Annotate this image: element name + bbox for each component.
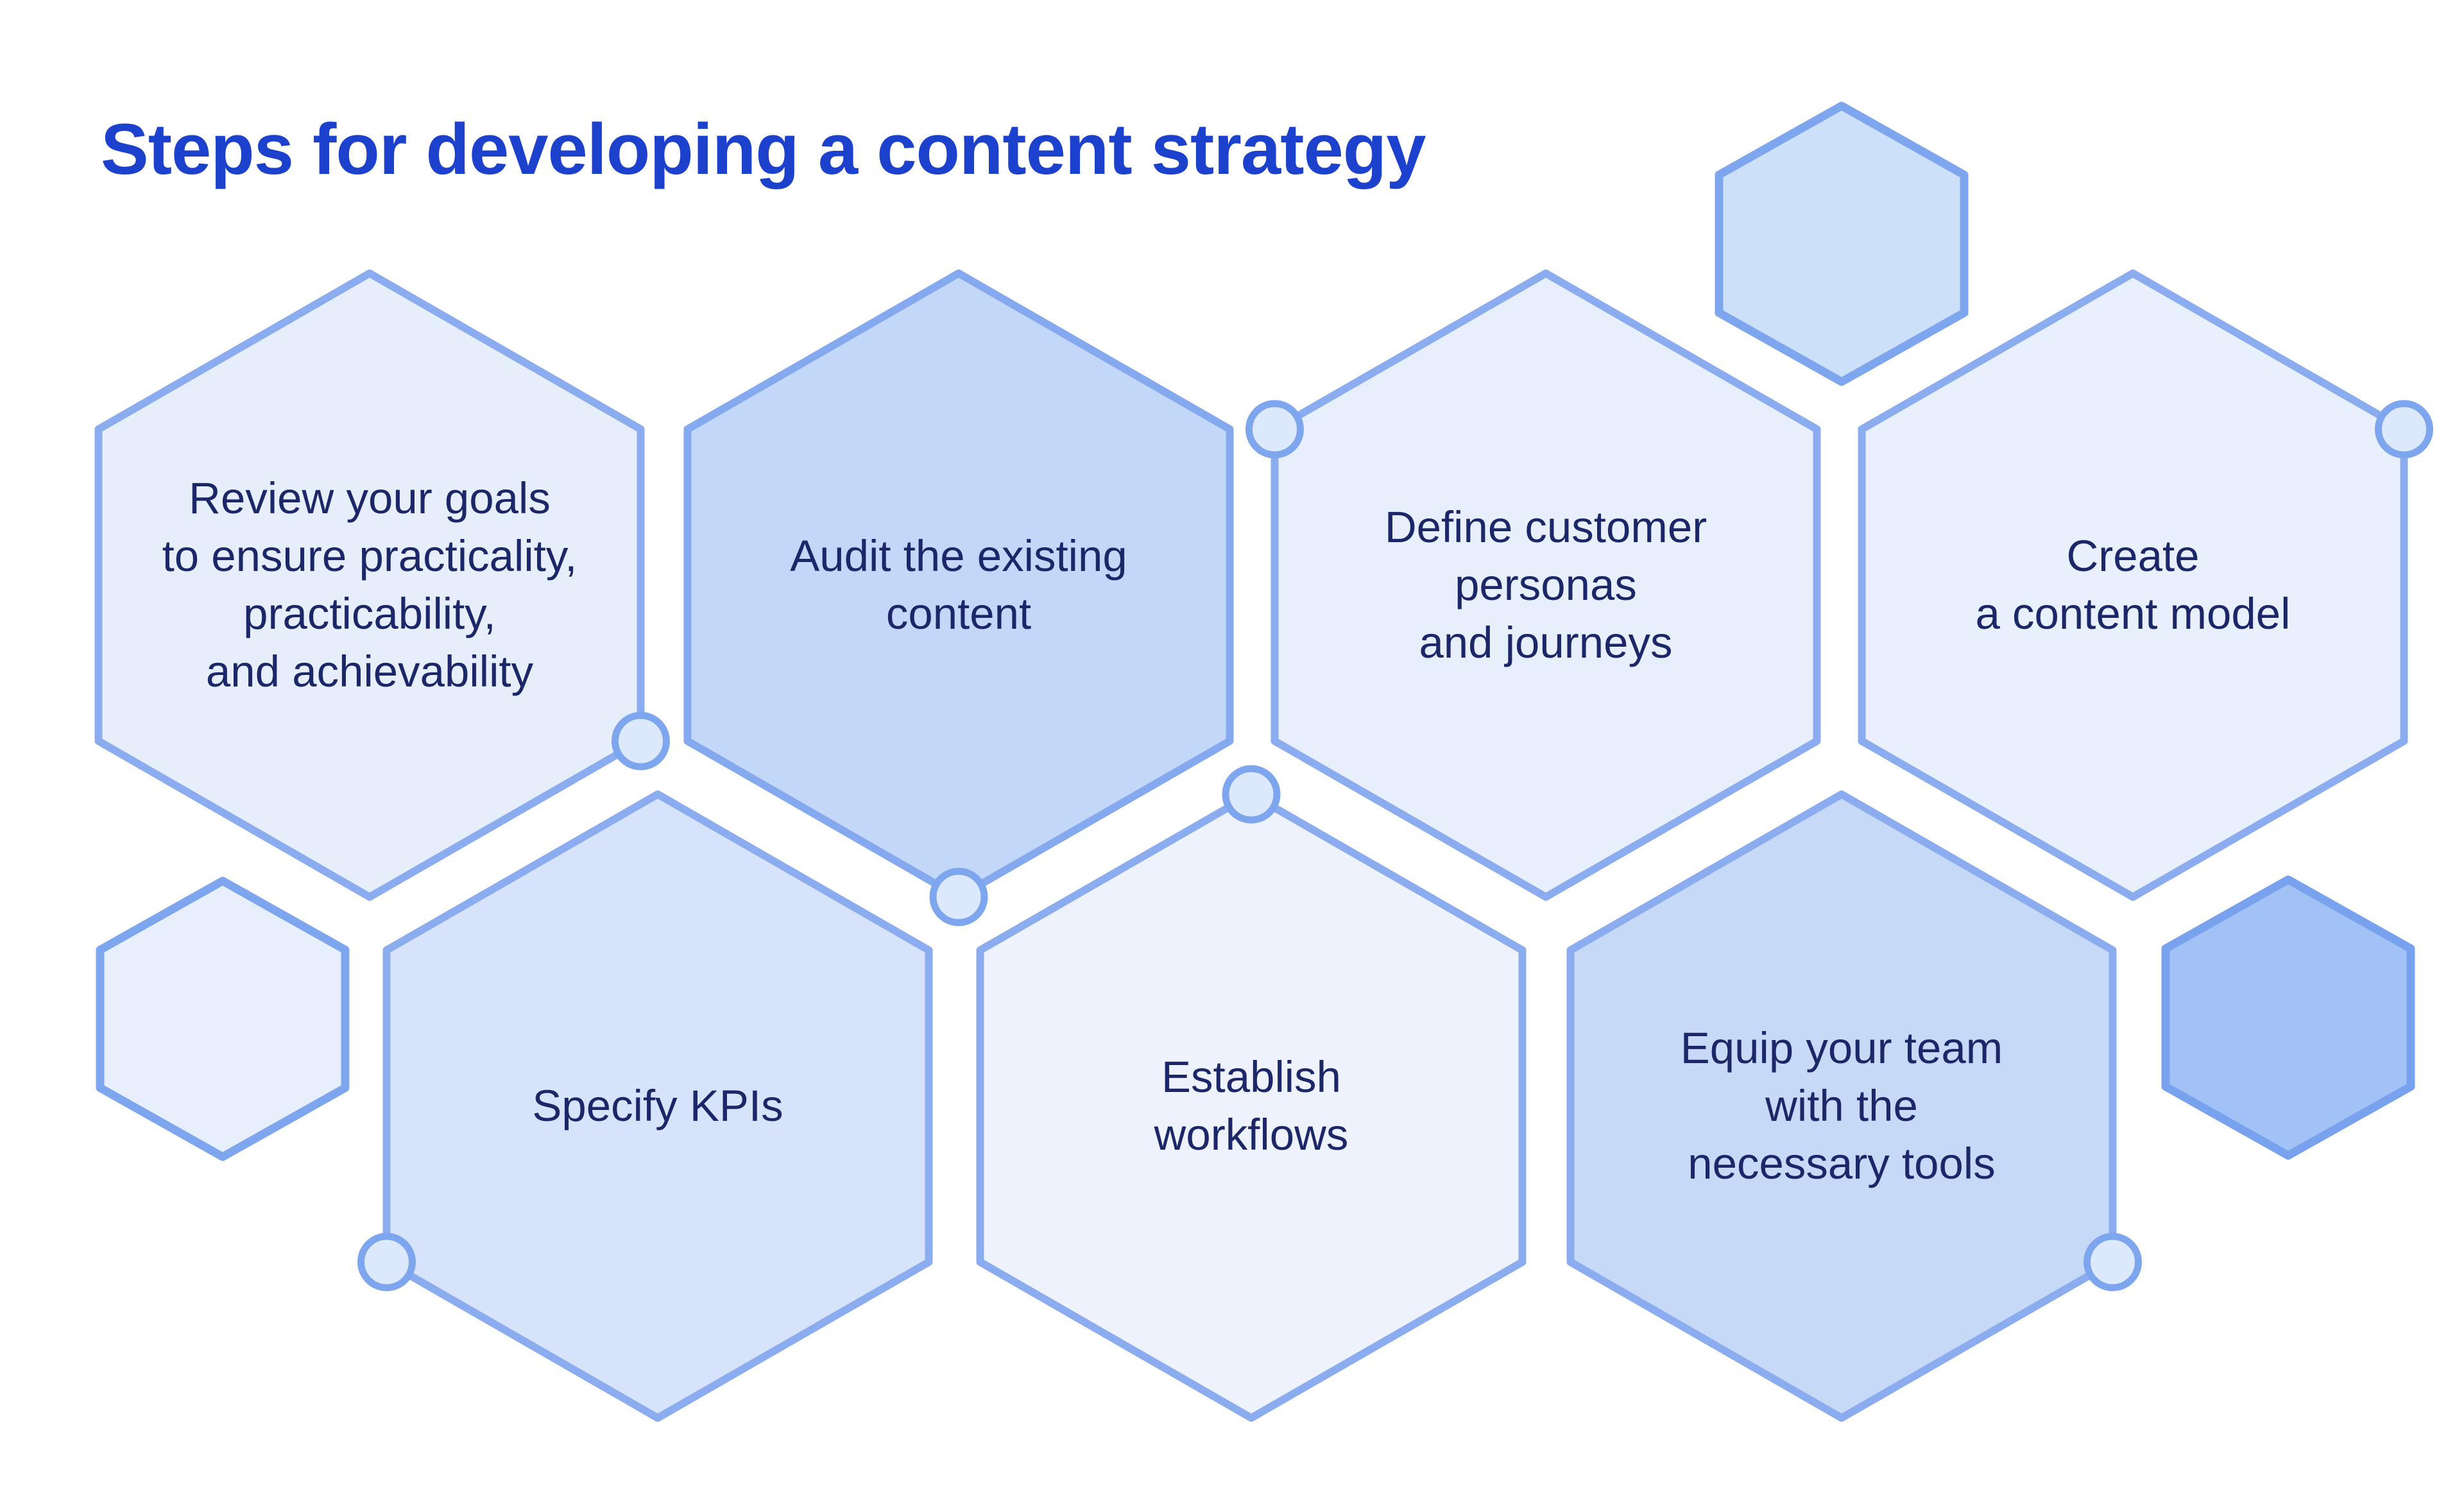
vertex-dot-lower-left-specify-kpis: [357, 1233, 416, 1292]
hexagon-step-specify-kpis: [382, 790, 933, 1422]
hexagon-step-establish-workflows: [976, 790, 1527, 1422]
hexagon-step-define-personas: [1270, 269, 1821, 901]
hexagon-decorative-top-small: [1715, 101, 1969, 386]
hexagon-step-create-content-model: [1858, 269, 2408, 901]
hexagon-decorative-bottom-left-small: [96, 876, 350, 1161]
vertex-dot-upper-left-define-personas: [1245, 400, 1304, 459]
hexagon-step-audit-content: [683, 269, 1234, 901]
hexagon-step-equip-team: [1566, 790, 2117, 1422]
page-title: Steps for developing a content strategy: [101, 109, 1426, 189]
vertex-dot-lower-right-review-goals: [612, 712, 670, 771]
vertex-dot-upper-right-create-content-model: [2375, 400, 2433, 459]
vertex-dot-bottom-audit-content: [929, 867, 988, 926]
vertex-dot-top-establish-workflows: [1222, 765, 1281, 824]
hexagon-step-review-goals: [94, 269, 645, 901]
hexagon-decorative-bottom-right-small: [2161, 875, 2415, 1160]
vertex-dot-lower-right-equip-team: [2083, 1233, 2142, 1292]
